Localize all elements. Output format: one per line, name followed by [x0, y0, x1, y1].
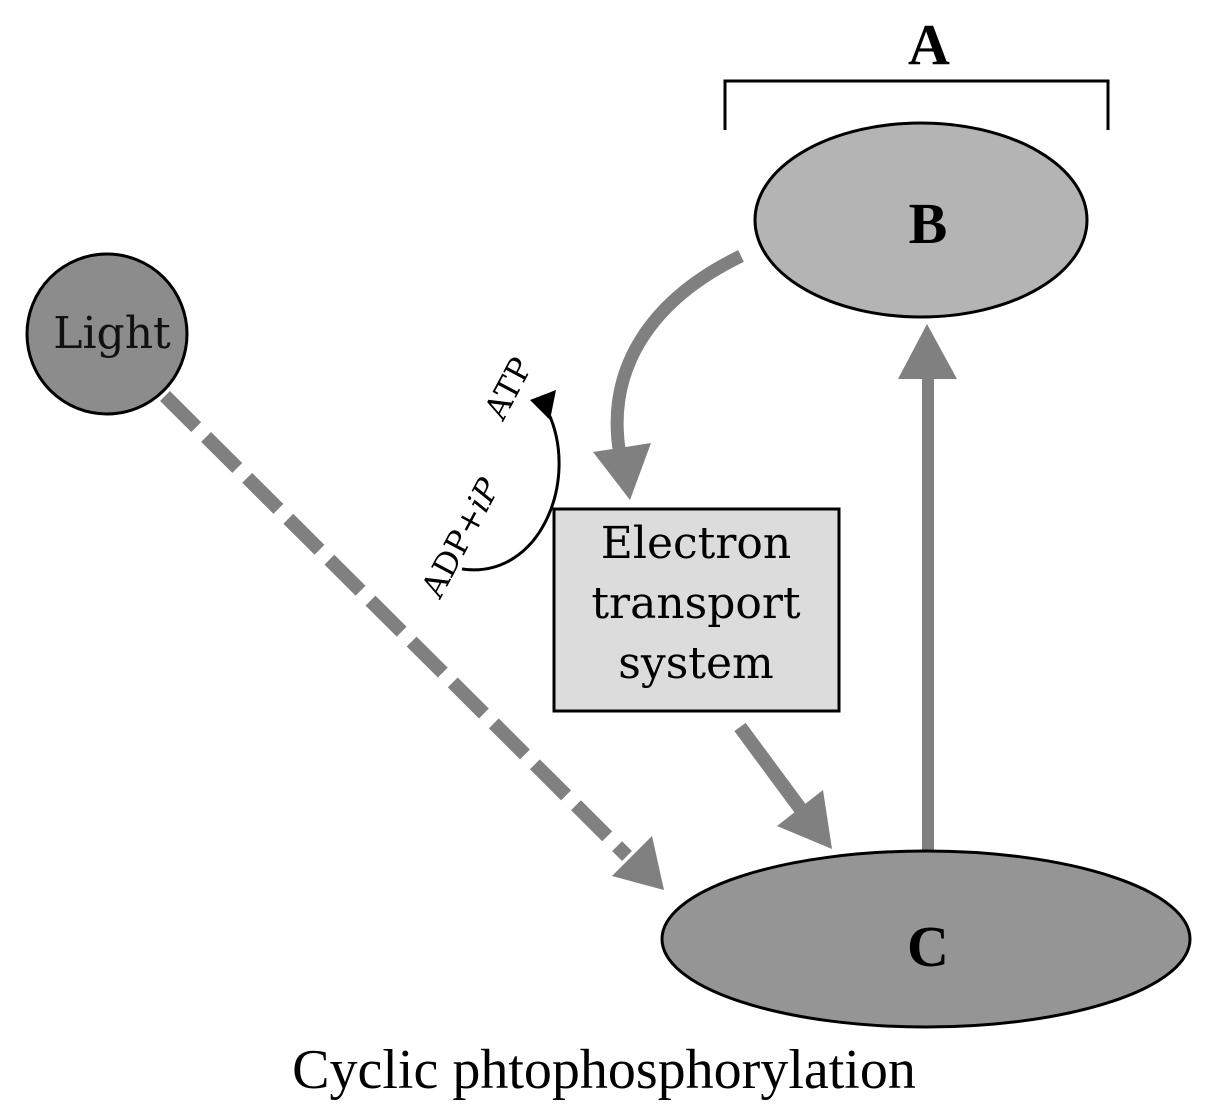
node-b-label: B — [909, 191, 948, 256]
ets-label-line1: Electron — [601, 518, 791, 569]
atp-arrowhead — [530, 390, 556, 420]
arrow-b-to-ets — [593, 250, 744, 500]
arrow-c-to-b — [898, 324, 957, 852]
ets-label-line3: system — [618, 638, 773, 689]
label-adp-ip: ADP+iP — [413, 472, 508, 605]
arrow-ets-to-c — [734, 722, 832, 849]
node-b-ellipse — [753, 121, 1089, 319]
bracket-a — [723, 79, 1110, 130]
node-c-ellipse — [660, 849, 1192, 1029]
label-atp: ATP — [476, 351, 540, 426]
arrow-light-to-c — [160, 391, 664, 890]
diagram-title: Cyclic phtophosphorylation — [292, 1039, 916, 1101]
node-light-label: Light — [53, 308, 171, 359]
ets-label-line2: transport — [591, 578, 801, 629]
node-c-label: C — [907, 914, 949, 979]
adp-part: ADP+ — [413, 500, 493, 604]
ets-box — [552, 507, 841, 713]
atp-arrow — [461, 390, 561, 572]
node-light-circle — [25, 252, 189, 416]
label-a: A — [908, 12, 950, 77]
